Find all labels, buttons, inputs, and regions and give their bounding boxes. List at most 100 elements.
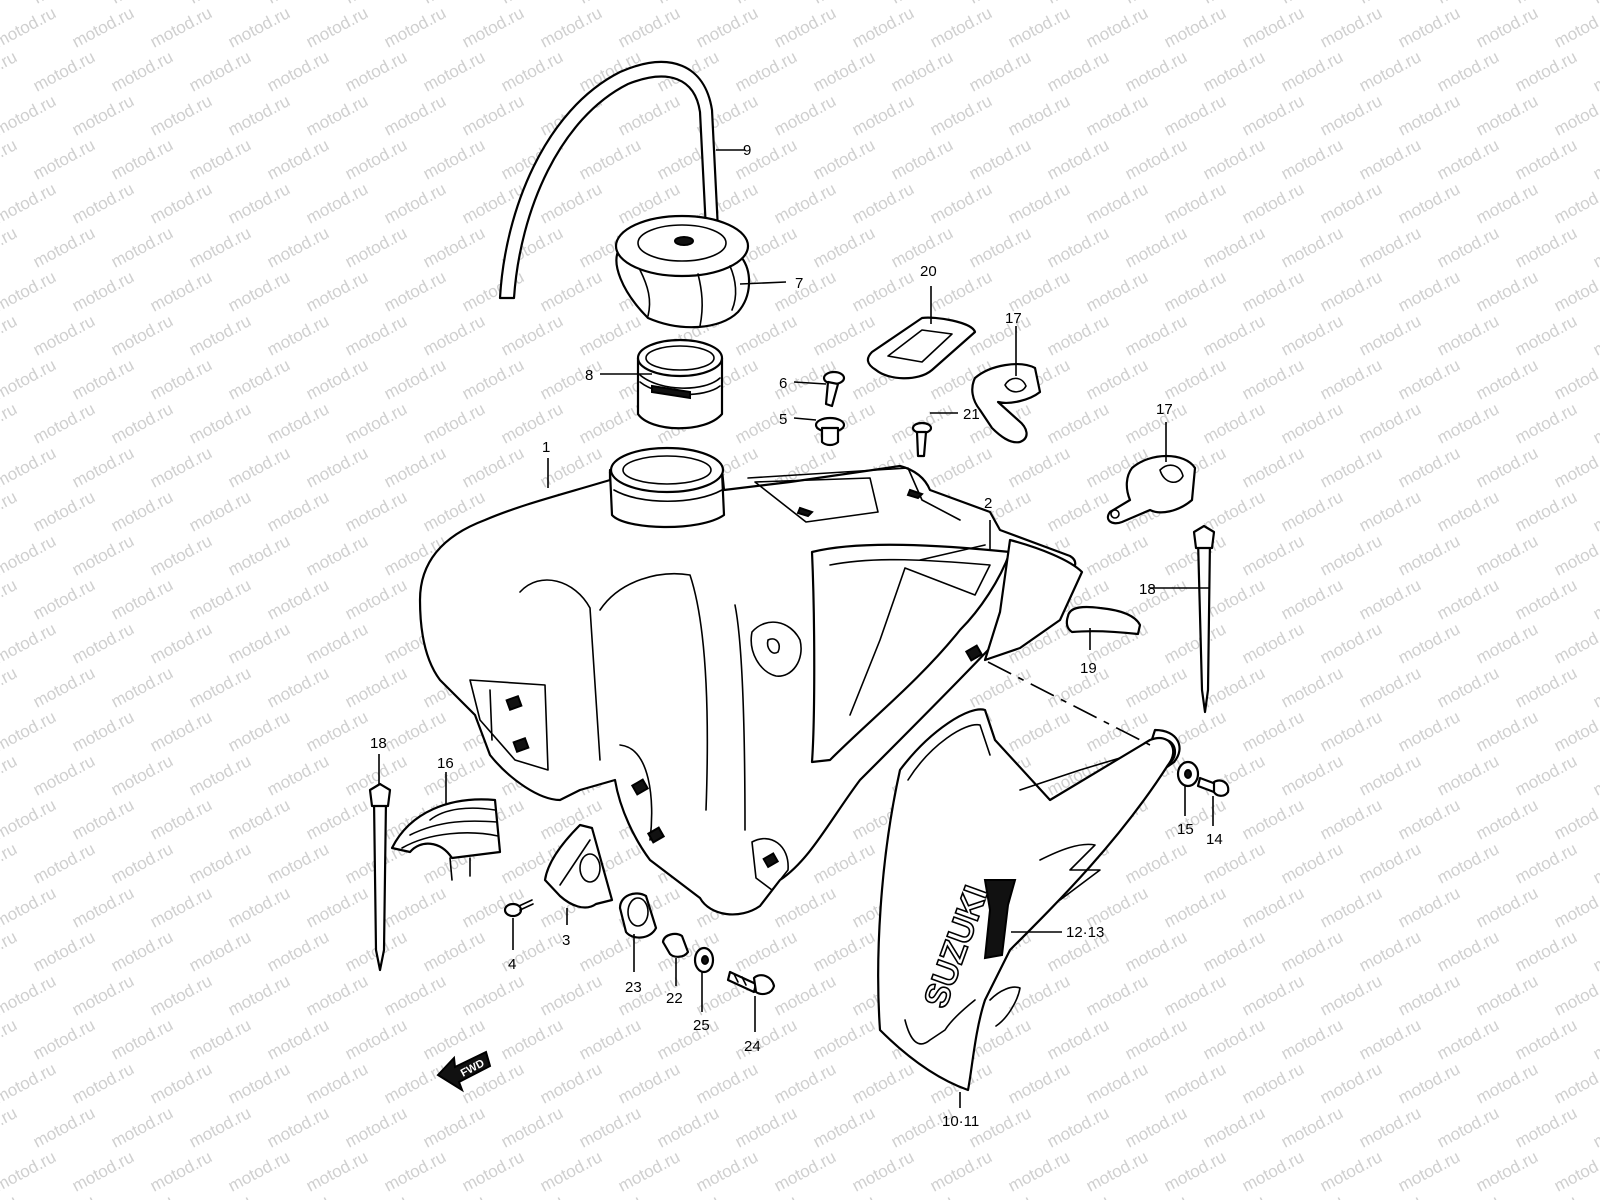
part-25-washer[interactable] [693, 946, 715, 974]
watermark-text: motod.ru [225, 1147, 293, 1195]
watermark-text: motod.ru [693, 1059, 761, 1107]
watermark-text: motod.ru [1044, 1015, 1112, 1063]
watermark-text: motod.ru [810, 1103, 878, 1151]
watermark-text: motod.ru [537, 1059, 605, 1107]
watermark-text: motod.ru [1317, 971, 1385, 1019]
watermark-text: motod.ru [1551, 443, 1600, 491]
part-22-collar[interactable] [661, 932, 690, 958]
watermark-text: motod.ru [1200, 1015, 1268, 1063]
watermark-text: motod.ru [1239, 443, 1307, 491]
callout-7: 7 [795, 275, 803, 292]
watermark-text: motod.ru [108, 487, 176, 535]
watermark-text: motod.ru [1317, 1059, 1385, 1107]
watermark-text: motod.ru [303, 619, 371, 667]
watermark-text: motod.ru [225, 971, 293, 1019]
watermark-text: motod.ru [849, 267, 917, 315]
watermark-text: motod.ru [1317, 795, 1385, 843]
part-6-screw[interactable] [822, 370, 846, 408]
watermark-text: motod.ru [1590, 839, 1600, 887]
part-18-cable-tie-right[interactable] [1192, 524, 1216, 714]
watermark-text: motod.ru [0, 91, 59, 139]
part-17-clamp-lower[interactable] [1106, 455, 1197, 525]
part-16-cushion[interactable] [390, 798, 502, 881]
watermark-text: motod.ru [69, 91, 137, 139]
part-1-fuel-tank[interactable] [418, 446, 1077, 916]
watermark-text: motod.ru [1590, 1103, 1600, 1151]
watermark-text: motod.ru [459, 91, 527, 139]
watermark-text: motod.ru [1395, 971, 1463, 1019]
watermark-text: motod.ru [1356, 751, 1424, 799]
part-15-washer[interactable] [1176, 760, 1200, 788]
watermark-text: motod.ru [147, 91, 215, 139]
watermark-text: motod.ru [1317, 443, 1385, 491]
watermark-text: motod.ru [147, 971, 215, 1019]
watermark-text: motod.ru [381, 883, 449, 931]
watermark-text: motod.ru [30, 1015, 98, 1063]
watermark-text: motod.ru [1473, 179, 1541, 227]
watermark-text: motod.ru [186, 663, 254, 711]
part-24-bolt[interactable] [726, 970, 776, 996]
watermark-text: motod.ru [1356, 47, 1424, 95]
watermark-text: motod.ru [771, 971, 839, 1019]
watermark-text: motod.ru [108, 751, 176, 799]
watermark-text: motod.ru [342, 487, 410, 535]
watermark-text: motod.ru [1083, 1059, 1151, 1107]
part-19-pad[interactable] [1065, 605, 1142, 636]
part-10-11-side-cover[interactable]: SUZUKI [877, 708, 1175, 1092]
watermark-text: motod.ru [147, 531, 215, 579]
watermark-text: motod.ru [1278, 487, 1346, 535]
part-23-grommet[interactable] [618, 892, 658, 939]
watermark-text: motod.ru [1122, 1191, 1190, 1200]
watermark-text: motod.ru [615, 91, 683, 139]
callout-17-upper: 17 [1005, 310, 1022, 327]
watermark-text: motod.ru [1278, 0, 1346, 8]
callout-23: 23 [625, 979, 642, 996]
watermark-text: motod.ru [927, 267, 995, 315]
watermark-text: motod.ru [1044, 1103, 1112, 1151]
part-4-screw[interactable] [503, 899, 534, 918]
part-21-screw[interactable] [911, 421, 933, 458]
watermark-text: motod.ru [1083, 91, 1151, 139]
part-20-strap[interactable] [866, 316, 977, 380]
watermark-text: motod.ru [1395, 1147, 1463, 1195]
watermark-text: motod.ru [186, 751, 254, 799]
watermark-text: motod.ru [186, 47, 254, 95]
part-8-filler-neck[interactable] [636, 338, 724, 430]
watermark-text: motod.ru [1434, 223, 1502, 271]
watermark-text: motod.ru [225, 267, 293, 315]
watermark-text: motod.ru [108, 399, 176, 447]
watermark-text: motod.ru [30, 663, 98, 711]
watermark-text: motod.ru [1044, 311, 1112, 359]
watermark-text: motod.ru [186, 575, 254, 623]
part-7-fuel-cap[interactable] [614, 214, 751, 329]
watermark-text: motod.ru [732, 0, 800, 8]
watermark-text: motod.ru [1239, 91, 1307, 139]
watermark-text: motod.ru [810, 0, 878, 8]
watermark-text: motod.ru [420, 311, 488, 359]
watermark-text: motod.ru [615, 1147, 683, 1195]
watermark-text: motod.ru [264, 311, 332, 359]
watermark-text: motod.ru [381, 971, 449, 1019]
callout-labels: 9 7 8 1 6 5 21 20 17 17 2 18 19 18 16 3 … [370, 142, 1223, 1130]
watermark-text: motod.ru [849, 179, 917, 227]
watermark-text: motod.ru [225, 707, 293, 755]
callout-18-right: 18 [1139, 581, 1156, 598]
part-3-bracket[interactable] [543, 823, 614, 909]
watermark-text: motod.ru [1473, 531, 1541, 579]
watermark-text: motod.ru [1434, 135, 1502, 183]
watermark-text: motod.ru [1083, 267, 1151, 315]
watermark-text: motod.ru [420, 0, 488, 8]
part-18-cable-tie-left[interactable] [368, 782, 392, 972]
watermark-text: motod.ru [303, 1147, 371, 1195]
part-14-bolt[interactable] [1196, 776, 1230, 797]
watermark-text: motod.ru [1239, 531, 1307, 579]
part-17-clamp-upper[interactable] [971, 363, 1042, 444]
watermark-text: motod.ru [1317, 3, 1385, 51]
watermark-text: motod.ru [1239, 619, 1307, 667]
watermark-text: motod.ru [810, 927, 878, 975]
watermark-text: motod.ru [1473, 795, 1541, 843]
part-5-cushion-nut[interactable] [814, 416, 846, 447]
watermark-text: motod.ru [849, 1147, 917, 1195]
watermark-text: motod.ru [1278, 399, 1346, 447]
watermark-text: motod.ru [1434, 751, 1502, 799]
